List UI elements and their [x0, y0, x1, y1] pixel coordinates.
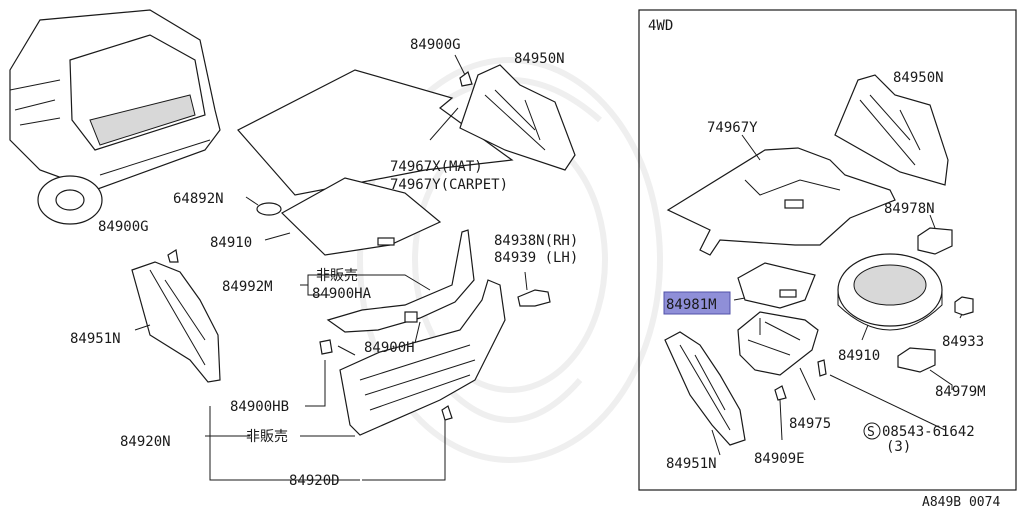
- label-84900h: 84900H: [364, 340, 415, 356]
- carpet-84910-panel: [281, 177, 442, 256]
- back-panel-84920n: [339, 279, 506, 436]
- label-84979m: 84979M: [935, 384, 986, 400]
- label-74967y-left: 74967Y(CARPET): [390, 177, 508, 193]
- variant-box-title: 4WD: [648, 18, 673, 34]
- label-84938n: 84938N(RH): [494, 233, 578, 249]
- screw-symbol-circle: [863, 422, 881, 440]
- label-84920d: 84920D: [289, 473, 340, 489]
- trim-84951n-right: [664, 331, 746, 446]
- highlight-84981m[interactable]: [663, 291, 731, 315]
- variant-box-4wd: [638, 9, 1017, 491]
- grommet-84900hb: [319, 339, 333, 355]
- label-84910-right: 84910: [838, 348, 880, 364]
- carpet-74967y-right: [666, 147, 896, 256]
- label-non-sale-2: 非販売: [246, 429, 288, 445]
- diagram-code: A849B 0074: [922, 495, 1000, 510]
- label-84900ha: 84900HA: [312, 286, 372, 302]
- trim-84951n-left: [131, 261, 221, 383]
- label-84950n-right: 84950N: [893, 70, 944, 86]
- clip-84900g-top: [459, 71, 473, 87]
- block-84933: [954, 296, 974, 316]
- clip-84920d: [441, 405, 453, 421]
- label-screw-s: S: [867, 425, 875, 440]
- trim-84950n-left: [459, 64, 576, 171]
- cap-64892n: [256, 202, 282, 216]
- label-84909e: 84909E: [754, 451, 805, 467]
- tray-84975: [737, 311, 819, 376]
- label-84975: 84975: [789, 416, 831, 432]
- trim-84950n-right: [834, 74, 949, 186]
- finisher-84992m: [326, 229, 475, 333]
- block-84978n: [917, 227, 953, 255]
- label-74967x: 74967X(MAT): [390, 159, 483, 175]
- label-84933: 84933: [942, 334, 984, 350]
- label-84951n-right: 84951N: [666, 456, 717, 472]
- label-64892n: 64892N: [173, 191, 224, 207]
- label-84978n: 84978N: [884, 201, 935, 217]
- label-non-sale-1: 非販売: [316, 268, 358, 284]
- clip-84900ha: [404, 311, 418, 323]
- label-84900g-top: 84900G: [410, 37, 461, 53]
- label-84950n-left: 84950N: [514, 51, 565, 67]
- label-84951n-left: 84951N: [70, 331, 121, 347]
- label-84900hb: 84900HB: [230, 399, 289, 415]
- label-74967y-right: 74967Y: [707, 120, 758, 136]
- label-08543-61642: 08543-61642: [882, 424, 975, 440]
- label-84992m: 84992M: [222, 279, 273, 295]
- bracket-84938n: [517, 289, 551, 307]
- label-screw-qty: (3): [886, 439, 911, 455]
- vehicle-rear-illustration: [9, 9, 221, 225]
- label-84939: 84939 (LH): [494, 250, 578, 266]
- label-84910-left: 84910: [210, 235, 252, 251]
- carpet-tab: [377, 237, 395, 246]
- label-84981m: 84981M: [666, 297, 717, 313]
- clip-84900g-left: [167, 249, 179, 263]
- clip-84909e: [774, 385, 787, 401]
- screw-08543: [817, 359, 827, 377]
- label-84900g-left: 84900G: [98, 219, 149, 235]
- block-84979m: [897, 347, 936, 373]
- label-84920n: 84920N: [120, 434, 171, 450]
- carpet-piece-84981m: [737, 262, 816, 309]
